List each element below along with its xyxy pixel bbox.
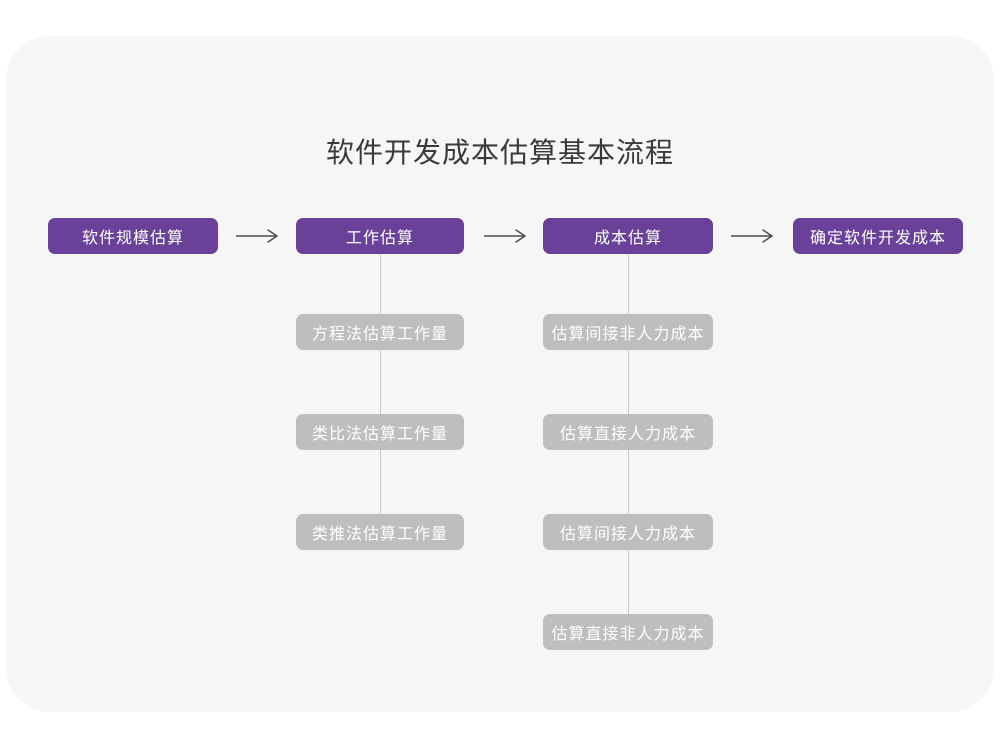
sub-step-direct-labor-cost: 估算直接人力成本 (543, 414, 713, 450)
arrow-right-icon (731, 229, 773, 243)
arrow-right-icon (236, 229, 278, 243)
sub-step-indirect-nonlabor-cost: 估算间接非人力成本 (543, 314, 713, 350)
sub-step-extrapolation-method: 类推法估算工作量 (296, 514, 464, 550)
sub-step-equation-method: 方程法估算工作量 (296, 314, 464, 350)
sub-step-direct-nonlabor-cost: 估算直接非人力成本 (543, 614, 713, 650)
connector-line-work-estimation (380, 254, 381, 532)
diagram-card: 软件开发成本估算基本流程 软件规模估算 工作估算 成本估算 确定软件开发成本 方… (6, 36, 994, 712)
arrow-right-icon (484, 229, 526, 243)
flow-step-software-scale-estimation: 软件规模估算 (48, 218, 218, 254)
flow-step-work-estimation: 工作估算 (296, 218, 464, 254)
sub-step-analogy-method: 类比法估算工作量 (296, 414, 464, 450)
flow-step-determine-dev-cost: 确定软件开发成本 (793, 218, 963, 254)
diagram-title: 软件开发成本估算基本流程 (325, 137, 674, 168)
sub-step-indirect-labor-cost: 估算间接人力成本 (543, 514, 713, 550)
flow-step-cost-estimation: 成本估算 (543, 218, 713, 254)
